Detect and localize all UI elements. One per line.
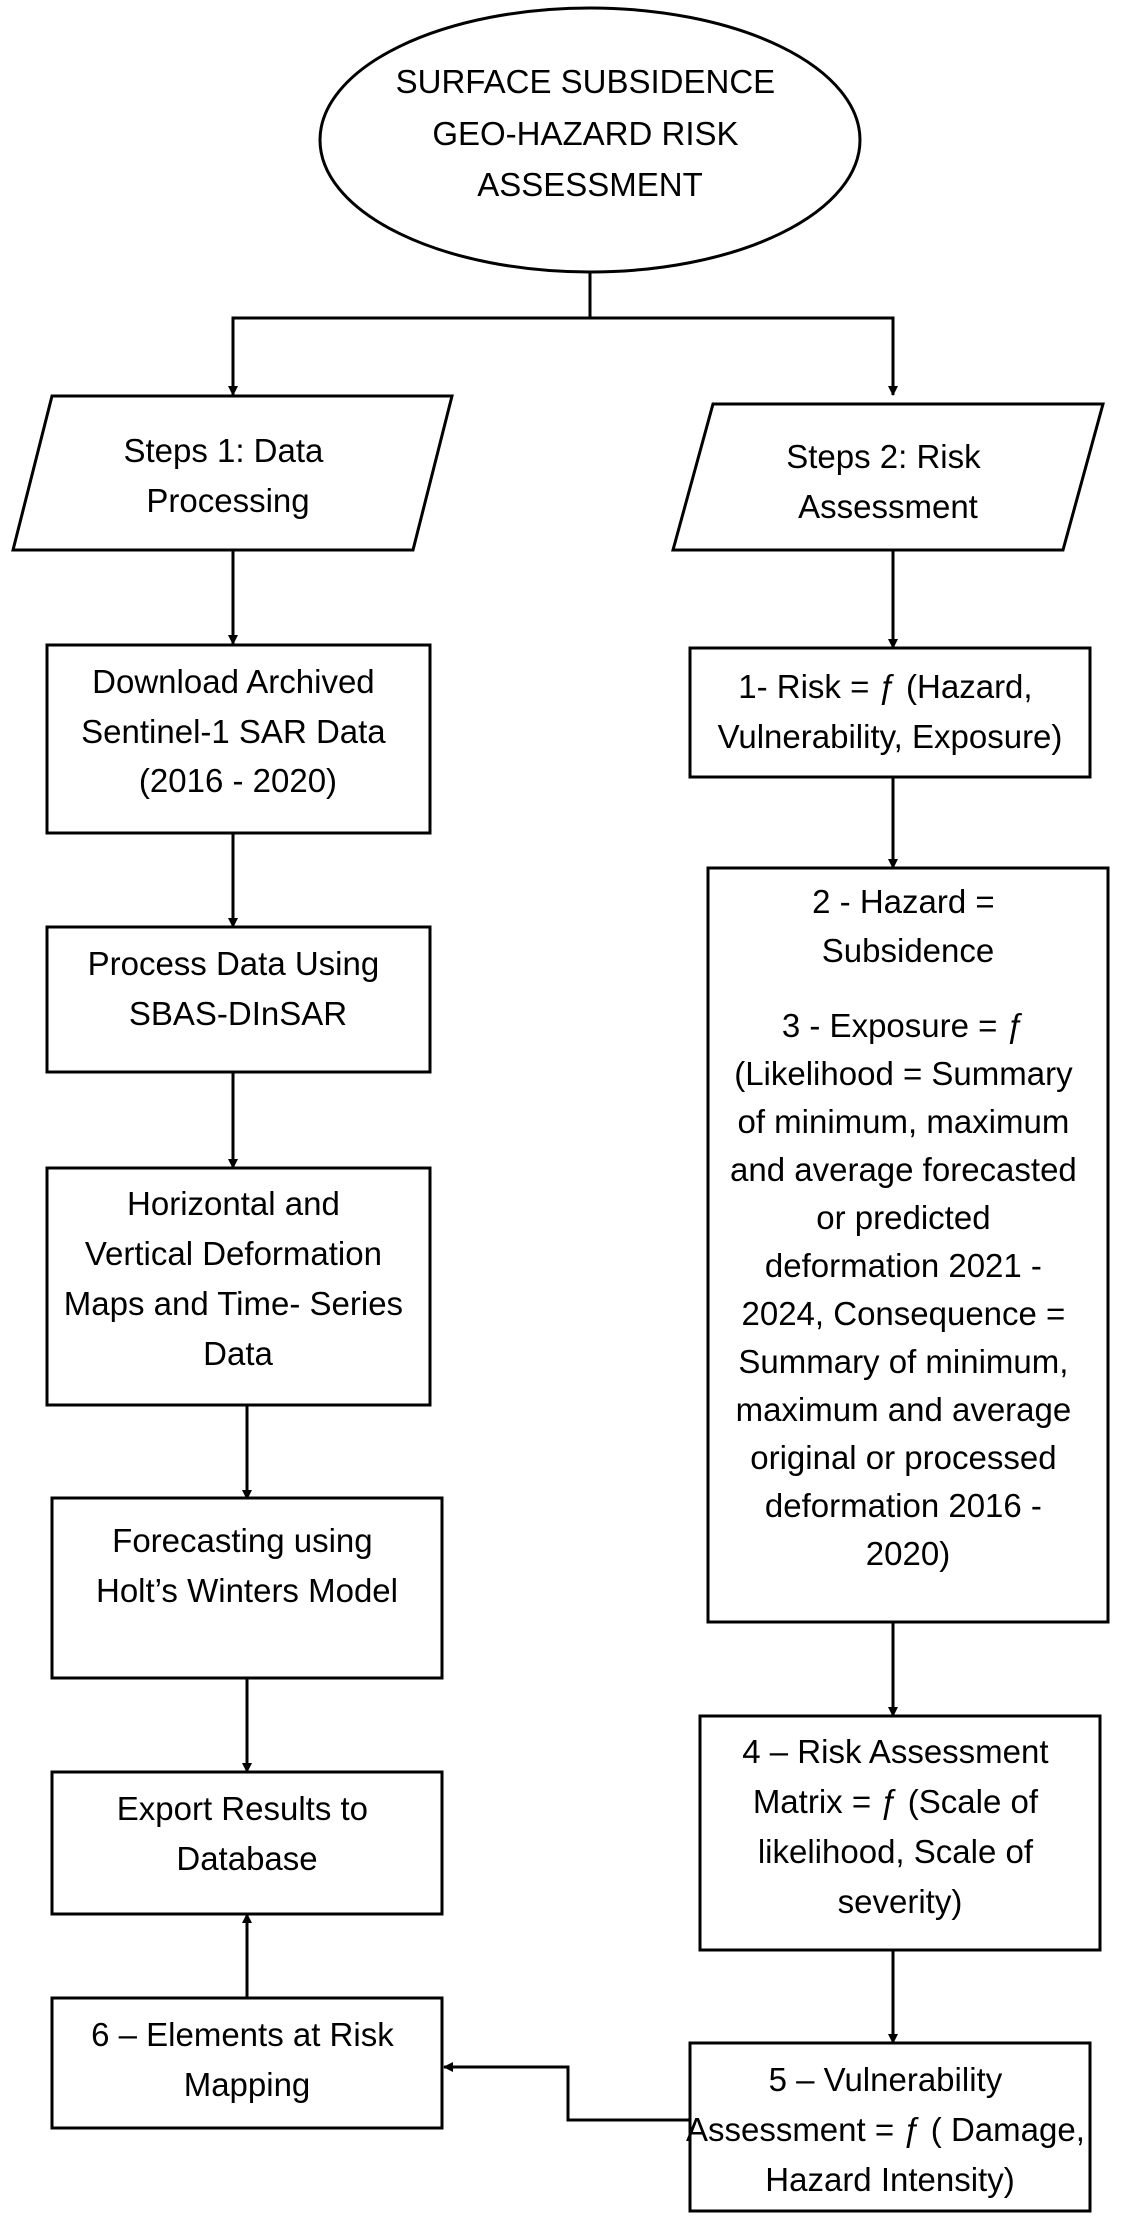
nodes [11,6,1110,2213]
export-label: Export Results to Database [117,1790,377,1877]
process-line: Process Data Using [88,945,380,982]
step2-label: Steps 2: Risk Assessment [786,438,990,525]
connector-branch-left [228,316,590,396]
exposure-line: deformation 2016 - [765,1487,1042,1524]
elements-line: Mapping [184,2066,311,2103]
download-line: (2016 - 2020) [139,762,337,799]
elements-box [50,1996,444,2130]
matrix-label: 4 – Risk Assessment Matrix = ƒ (Scale of… [742,1733,1057,1920]
deformation-label: Horizontal and Vertical Deformation Maps… [64,1185,412,1372]
forecast-box [50,1496,444,1680]
vulnerability-line: 5 – Vulnerability [769,2061,1003,2098]
start-line: GEO-HAZARD RISK [432,115,738,152]
vulnerability-line: Hazard Intensity) [765,2161,1014,2198]
download-box [45,643,432,835]
vulnerability-label: 5 – Vulnerability Assessment = ƒ ( Damag… [686,2061,1094,2198]
step1-line: Processing [146,482,309,519]
exposure-line: maximum and average [736,1391,1072,1428]
risk-line: Vulnerability, Exposure) [718,718,1063,755]
matrix-box [698,1714,1102,1952]
hazard-line: Subsidence [822,932,994,969]
exposure-label: 3 - Exposure = ƒ (Likelihood = Summary o… [730,1007,1086,1572]
matrix-line: Matrix = ƒ (Scale of [753,1783,1039,1820]
start-line: ASSESSMENT [477,166,703,203]
deformation-line: Vertical Deformation [85,1235,382,1272]
start-ellipse [318,6,862,274]
matrix-line: likelihood, Scale of [758,1833,1034,1870]
download-label: Download Archived Sentinel-1 SAR Data (2… [81,663,395,799]
start-label: SURFACE SUBSIDENCE GEO-HAZARD RISK ASSES… [396,63,785,203]
exposure-line: 2024, Consequence = [741,1295,1065,1332]
start-line: SURFACE SUBSIDENCE [396,63,776,100]
exposure-line: original or processed [750,1439,1056,1476]
risk-label: 1- Risk = ƒ (Hazard, Vulnerability, Expo… [718,668,1063,755]
export-line: Export Results to [117,1790,368,1827]
step2-parallelogram [671,402,1105,552]
step1-label: Steps 1: Data Processing [123,432,332,519]
step2-line: Steps 2: Risk [786,438,981,475]
exposure-box [706,866,1110,1624]
exposure-line: and average forecasted [730,1151,1077,1188]
risk-box [688,646,1092,779]
exposure-line: or predicted [816,1199,990,1236]
step1-line: Steps 1: Data [123,432,324,469]
matrix-line: 4 – Risk Assessment [742,1733,1048,1770]
download-line: Download Archived [92,663,375,700]
step1-parallelogram [11,394,454,552]
process-box [45,925,432,1074]
process-line: SBAS-DInSAR [129,995,347,1032]
exposure-line: deformation 2021 - [765,1247,1042,1284]
forecast-line: Forecasting using [112,1522,372,1559]
deformation-line: Data [203,1335,273,1372]
connector-branch-right [590,316,898,396]
matrix-line: severity) [838,1883,963,1920]
process-label: Process Data Using SBAS-DInSAR [88,945,389,1032]
export-box [50,1770,444,1916]
forecast-line: Holt’s Winters Model [96,1572,398,1609]
export-line: Database [176,1840,317,1877]
vulnerability-box [688,2041,1092,2213]
download-line: Sentinel-1 SAR Data [81,713,386,750]
elements-label: 6 – Elements at Risk Mapping [91,2016,403,2103]
risk-line: 1- Risk = ƒ (Hazard, [738,668,1032,705]
step2-line: Assessment [798,488,978,525]
exposure-line: 3 - Exposure = ƒ [782,1007,1025,1044]
deformation-line: Maps and Time- Series [64,1285,403,1322]
labels: SURFACE SUBSIDENCE GEO-HAZARD RISK ASSES… [64,63,1094,2198]
exposure-line: 2020) [866,1535,950,1572]
hazard-line: 2 - Hazard = [812,883,995,920]
exposure-line: Summary of minimum, [738,1343,1068,1380]
deformation-line: Horizontal and [127,1185,340,1222]
exposure-line: of minimum, maximum [737,1103,1069,1140]
forecast-label: Forecasting using Holt’s Winters Model [96,1522,398,1609]
deformation-box [45,1166,432,1407]
elements-line: 6 – Elements at Risk [91,2016,394,2053]
vulnerability-line: Assessment = ƒ ( Damage, [686,2111,1085,2148]
hazard-label: 2 - Hazard = Subsidence [812,883,1004,969]
connector-vulnerability-to-elements [443,2062,690,2122]
exposure-line: (Likelihood = Summary [734,1055,1073,1092]
connectors [228,272,898,2122]
